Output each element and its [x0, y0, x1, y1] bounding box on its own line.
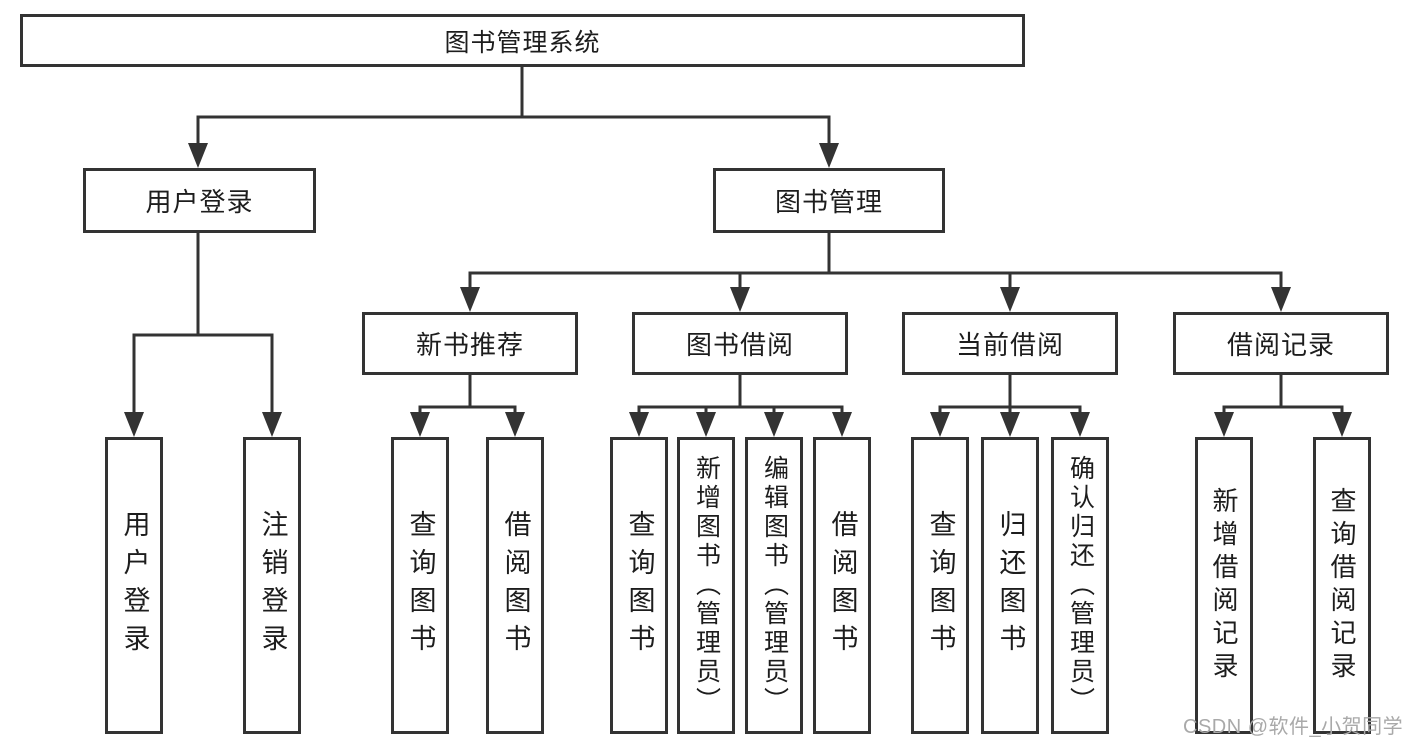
connector-book-mgmt-children [460, 231, 1291, 312]
node-leaf-query-borrow-record-label: 查询借阅记录 [1327, 486, 1357, 685]
node-leaf-return-book-label: 归还图书 [995, 509, 1026, 662]
node-leaf-edit-book-label: 编辑图书（管理员） [760, 455, 789, 716]
node-book-mgmt: 图书管理 [713, 168, 945, 233]
arrowhead-leaf-edit-book [764, 412, 784, 437]
node-borrow-records: 借阅记录 [1173, 312, 1389, 375]
arrowhead-leaf-borrow-book-rec [505, 412, 525, 437]
node-root: 图书管理系统 [20, 14, 1025, 67]
node-leaf-user-login-label: 用户登录 [119, 509, 150, 662]
connector-user-login-children [124, 231, 282, 437]
connector-level3-children [410, 373, 1352, 437]
arrowhead-borrow-records [1271, 287, 1291, 312]
arrowhead-leaf-query-borrow-record [1332, 412, 1352, 437]
node-leaf-edit-book: 编辑图书（管理员） [745, 437, 803, 734]
node-leaf-query-book-borrow-label: 查询图书 [624, 509, 655, 662]
arrowhead-leaf-return-book [1000, 412, 1020, 437]
node-leaf-borrow-book-rec: 借阅图书 [486, 437, 544, 734]
node-leaf-borrow-book: 借阅图书 [813, 437, 871, 734]
arrowhead-leaf-query-book-borrow [629, 412, 649, 437]
leaf-drop-lines [418, 405, 1344, 422]
node-root-label: 图书管理系统 [444, 28, 601, 57]
connector-root-to-level2 [188, 65, 839, 168]
node-new-book-rec-label: 新书推荐 [415, 330, 524, 360]
node-book-borrow-label: 图书借阅 [685, 330, 794, 360]
node-user-login: 用户登录 [83, 168, 316, 233]
csdn-watermark: CSDN @软件_小贺同学 [1183, 716, 1404, 738]
node-leaf-borrow-book-rec-label: 借阅图书 [500, 509, 531, 662]
arrowhead-book-mgmt [819, 143, 839, 168]
arrowhead-leaf-user-login [124, 412, 144, 437]
arrowhead-leaf-confirm-return [1070, 412, 1090, 437]
node-leaf-add-borrow-record-label: 新增借阅记录 [1209, 486, 1239, 685]
node-leaf-confirm-return: 确认归还（管理员） [1051, 437, 1109, 734]
node-leaf-query-book-current: 查询图书 [911, 437, 969, 734]
arrowhead-leaf-add-book [696, 412, 716, 437]
node-leaf-query-book-rec: 查询图书 [391, 437, 449, 734]
node-leaf-return-book: 归还图书 [981, 437, 1039, 734]
arrowhead-leaf-logout [262, 412, 282, 437]
node-book-borrow: 图书借阅 [632, 312, 848, 375]
node-new-book-rec: 新书推荐 [362, 312, 578, 375]
node-current-borrow: 当前借阅 [902, 312, 1118, 375]
arrowhead-user-login [188, 143, 208, 168]
arrowhead-new-book-rec [460, 287, 480, 312]
arrowhead-leaf-add-borrow-record [1214, 412, 1234, 437]
node-leaf-add-borrow-record: 新增借阅记录 [1195, 437, 1253, 734]
node-user-login-label: 用户登录 [145, 187, 254, 217]
node-leaf-borrow-book-label: 借阅图书 [827, 509, 858, 662]
arrowhead-book-borrow [730, 287, 750, 312]
node-leaf-logout-label: 注销登录 [257, 509, 288, 662]
node-leaf-confirm-return-label: 确认归还（管理员） [1066, 455, 1095, 716]
root-stem-line [196, 65, 831, 152]
node-leaf-logout: 注销登录 [243, 437, 301, 734]
node-leaf-query-book-rec-label: 查询图书 [405, 509, 436, 662]
node-leaf-add-book-label: 新增图书（管理员） [692, 455, 721, 716]
node-leaf-user-login: 用户登录 [105, 437, 163, 734]
node-book-mgmt-label: 图书管理 [774, 187, 883, 217]
node-leaf-query-borrow-record: 查询借阅记录 [1313, 437, 1371, 734]
user-login-branch-line [132, 231, 274, 422]
node-leaf-add-book: 新增图书（管理员） [677, 437, 735, 734]
book-mgmt-branch-line [468, 231, 1283, 297]
node-current-borrow-label: 当前借阅 [955, 330, 1064, 360]
arrowhead-leaf-query-book-current [930, 412, 950, 437]
node-leaf-query-book-current-label: 查询图书 [925, 509, 956, 662]
node-borrow-records-label: 借阅记录 [1226, 330, 1335, 360]
arrowhead-leaf-borrow-book [832, 412, 852, 437]
arrowhead-current-borrow [1000, 287, 1020, 312]
node-leaf-query-book-borrow: 查询图书 [610, 437, 668, 734]
arrowhead-leaf-query-book-rec [410, 412, 430, 437]
level3-stems-line [468, 373, 1283, 409]
